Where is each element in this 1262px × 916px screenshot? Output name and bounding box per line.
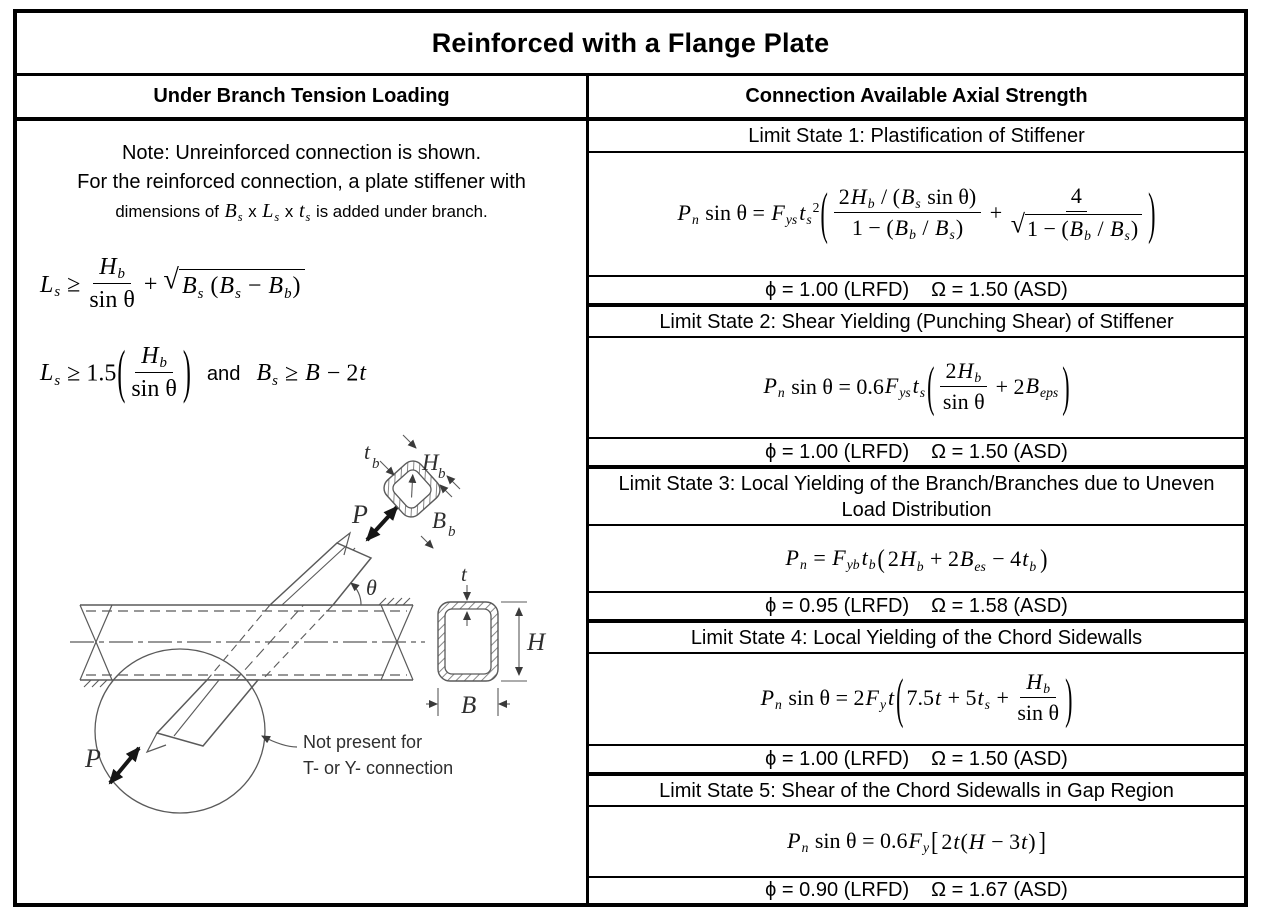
- phi-value: ϕ = 0.95 (LRFD): [765, 594, 910, 617]
- label-h-chord: H: [526, 629, 547, 656]
- label-hb-sub: b: [438, 466, 446, 482]
- limit-state-table: Reinforced with a Flange Plate Under Bra…: [13, 9, 1248, 907]
- phi-value: ϕ = 0.90 (LRFD): [765, 879, 910, 901]
- table-body: Note: Unreinforced connection is shown. …: [17, 121, 1244, 903]
- limit-state-2-header: Limit State 2: Shear Yielding (Punching …: [589, 307, 1244, 338]
- limit-state-3-equation: Pn = Fybtb(2Hb + 2Bes − 4tb): [589, 526, 1244, 593]
- phi-value: ϕ = 1.00 (LRFD): [765, 747, 910, 770]
- label-p-lower: P: [84, 744, 101, 773]
- label-theta: θ: [366, 575, 377, 600]
- omega-value: Ω = 1.50 (ASD): [931, 440, 1068, 463]
- column-header-loading: Under Branch Tension Loading: [17, 76, 589, 117]
- omega-value: Ω = 1.67 (ASD): [931, 879, 1068, 901]
- note-leader-line: [261, 735, 298, 748]
- label-tb: t: [364, 439, 371, 464]
- label-hb: H: [421, 450, 440, 475]
- chord-member: [70, 597, 425, 688]
- label-t-chord: t: [461, 562, 468, 586]
- note-line-2: For the reinforced connection, a plate s…: [77, 171, 526, 193]
- limit-state-1-factors: ϕ = 1.00 (LRFD) Ω = 1.50 (ASD): [589, 277, 1244, 307]
- limit-state-5-factors: ϕ = 0.90 (LRFD) Ω = 1.67 (ASD): [589, 878, 1244, 903]
- limit-state-1-equation: Pn sin θ = Fysts2(2Hb / (Bs sin θ)1 − (B…: [589, 153, 1244, 277]
- omega-value: Ω = 1.50 (ASD): [931, 747, 1068, 770]
- limit-state-4-factors: ϕ = 1.00 (LRFD) Ω = 1.50 (ASD): [589, 746, 1244, 776]
- label-bb: B: [432, 508, 446, 533]
- label-b-chord: B: [461, 692, 476, 719]
- tb-leader-line: [379, 460, 395, 476]
- table-title: Reinforced with a Flange Plate: [17, 13, 1244, 76]
- connection-diagram: P P θ t b H b B b t H B Not present for …: [70, 434, 547, 814]
- label-tb-sub: b: [372, 456, 380, 472]
- bb-dimension: [420, 484, 453, 549]
- branch-force-arrow-upper: [365, 505, 399, 542]
- gap-region-circle: [94, 648, 266, 814]
- limit-state-5-header: Limit State 5: Shear of the Chord Sidewa…: [589, 776, 1244, 807]
- branch-member: [145, 531, 373, 754]
- theta-angle-arc: [350, 582, 362, 606]
- omega-value: Ω = 1.50 (ASD): [931, 278, 1068, 301]
- label-p-upper: P: [351, 500, 368, 529]
- label-bb-sub: b: [448, 524, 456, 540]
- branch-force-arrow-lower: [108, 746, 141, 785]
- limit-state-3-factors: ϕ = 0.95 (LRFD) Ω = 1.58 (ASD): [589, 593, 1244, 623]
- branch-tension-cell: Note: Unreinforced connection is shown. …: [17, 121, 589, 903]
- note-block: Note: Unreinforced connection is shown. …: [17, 139, 586, 226]
- note-line-1: Note: Unreinforced connection is shown.: [121, 142, 482, 164]
- note-line-3: dimensions of Bs x Ls x ts is added unde…: [115, 200, 488, 224]
- omega-value: Ω = 1.58 (ASD): [931, 594, 1068, 617]
- column-header-strength: Connection Available Axial Strength: [745, 85, 1088, 107]
- limit-state-5-equation: Pn sin θ = 0.6Fy[2t(H − 3t)]: [589, 807, 1244, 878]
- diagram-note-line-2: T- or Y- connection: [303, 758, 453, 778]
- limit-state-2-factors: ϕ = 1.00 (LRFD) Ω = 1.50 (ASD): [589, 439, 1244, 469]
- phi-value: ϕ = 1.00 (LRFD): [765, 440, 910, 463]
- branch-cross-section: [383, 460, 441, 518]
- hb-dimension: [402, 434, 461, 490]
- chord-cross-section: [426, 585, 527, 716]
- limit-state-4-header: Limit State 4: Local Yielding of the Cho…: [589, 623, 1244, 654]
- limit-state-1-header: Limit State 1: Plastification of Stiffen…: [589, 121, 1244, 153]
- column-header-row: Under Branch Tension Loading Connection …: [17, 76, 1244, 121]
- axial-strength-cell: Limit State 1: Plastification of Stiffen…: [589, 121, 1244, 903]
- limit-state-3-header: Limit State 3: Local Yielding of the Bra…: [589, 469, 1244, 526]
- diagram-note-line-1: Not present for: [303, 732, 422, 752]
- weld-hatch-marks: [83, 597, 411, 688]
- phi-value: ϕ = 1.00 (LRFD): [765, 278, 910, 301]
